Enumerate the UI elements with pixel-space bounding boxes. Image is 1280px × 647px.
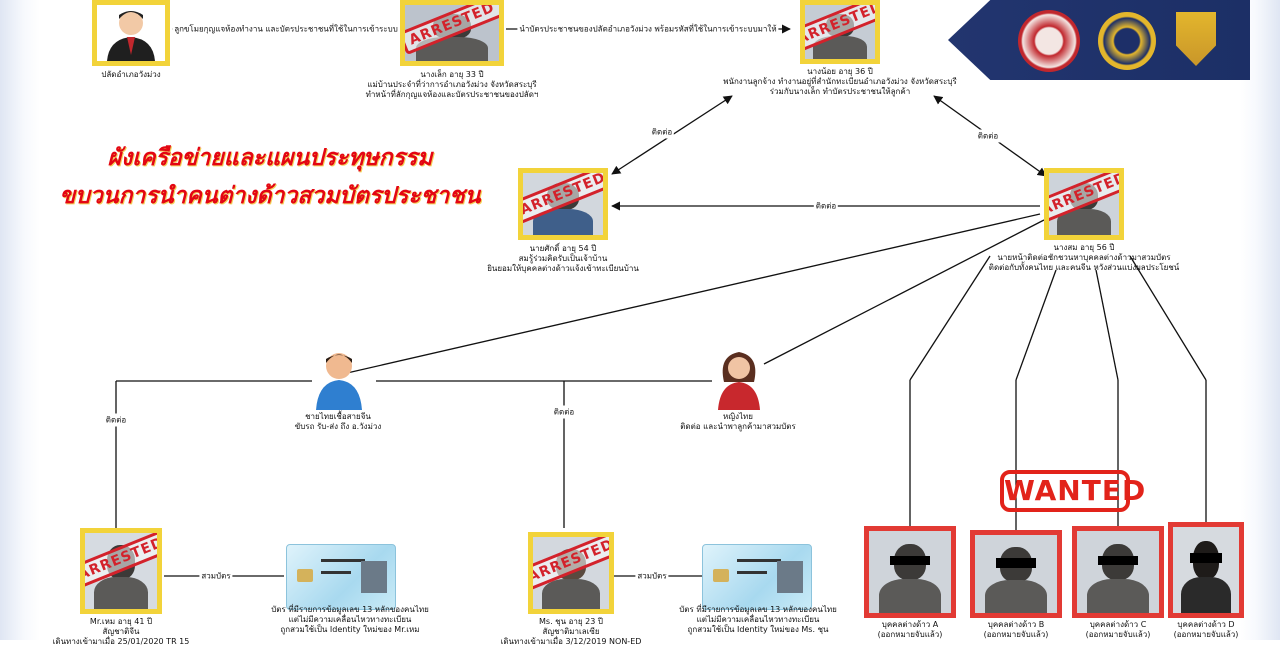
- edge-som-thaiwoman: [763, 219, 1045, 365]
- caption-line: บุคคลต่างด้าว D: [1177, 620, 1235, 629]
- caption-line: นายศักดิ์ อายุ 54 ปี: [529, 244, 597, 253]
- label-lek-noi: นำบัตรประชาชนของปลัดอำเภอวังม่วง พร้อมรห…: [517, 22, 779, 36]
- foreigner-d-photo: [1168, 522, 1244, 618]
- id-card-chun-caption: บัตร ที่มีรายการข้อมูลเลข 13 หลักของคนไท…: [679, 605, 837, 635]
- caption-line: แต่ไม่มีความเคลื่อนไหวทางทะเบียน: [288, 615, 412, 624]
- caption-line: นางน้อย อายุ 36 ปี: [807, 67, 873, 76]
- district-officer-photo: [92, 0, 170, 66]
- thai-chinese-man-caption: ชายไทยเชื้อสายจีนขับรถ รับ-ส่ง ถึง อ.วัง…: [295, 412, 382, 432]
- agency-banner: [948, 0, 1250, 80]
- caption-line: นางสม อายุ 56 ปี: [1053, 243, 1115, 252]
- caption-line: ติดต่อ และนำพาลูกค้ามาสวมบัตร: [680, 422, 796, 431]
- caption-line: สมรู้ร่วมคิดรับเป็นเจ้าบ้าน: [518, 254, 608, 263]
- mrs-noi-photo: ARRESTED: [800, 0, 880, 64]
- foreigner-d-caption: บุคคลต่างด้าว D(ออกหมายจับแล้ว): [1174, 620, 1239, 640]
- mrs-som-photo: ARRESTED: [1044, 168, 1124, 240]
- label-swap-chun: สวมบัตร: [635, 569, 669, 583]
- caption-line: บุคคลต่างด้าว C: [1089, 620, 1147, 629]
- caption-line: Mr.เหม อายุ 41 ปี: [89, 617, 153, 626]
- mrs-lek-caption: นางเล็ก อายุ 33 ปีแม่บ้านประจำที่ว่าการอ…: [366, 70, 539, 100]
- thai-woman-caption: หญิงไทยติดต่อ และนำพาลูกค้ามาสวมบัตร: [680, 412, 796, 432]
- businessman-avatar-icon: [107, 11, 155, 61]
- id-card-hem-caption: บัตร ที่มีรายการข้อมูลเลข 13 หลักของคนไท…: [271, 605, 429, 635]
- caption-line: พนักงานลูกจ้าง ทำงานอยู่ที่สำนักทะเบียนอ…: [723, 77, 957, 86]
- diagram-title-line1: ผังเครือข่ายและแผนประทุษกรรม: [107, 144, 433, 171]
- caption-line: บุคคลต่างด้าว A: [881, 620, 939, 629]
- edge-som-a: [909, 255, 991, 381]
- mr-sak-photo: ARRESTED: [518, 168, 608, 240]
- label-contact-noi-som: ติดต่อ: [975, 129, 1001, 143]
- mr-hem-caption: Mr.เหม อายุ 41 ปีสัญชาติจีนเดินทางเข้ามา…: [53, 617, 190, 647]
- label-swap-hem: สวมบัตร: [199, 569, 233, 583]
- caption-line: ติดต่อกับทั้งคนไทย และคนจีน หวังส่วนแบ่ง…: [988, 263, 1180, 272]
- caption-line: บัตร ที่มีรายการข้อมูลเลข 13 หลักของคนไท…: [679, 605, 837, 614]
- ms-chun-photo: ARRESTED: [528, 532, 614, 614]
- woman-avatar-icon: [718, 352, 760, 410]
- caption-line: ถูกสวมใช้เป็น Identity ใหม่ของ Mr.เหม: [280, 625, 420, 634]
- mr-sak-caption: นายศักดิ์ อายุ 54 ปีสมรู้ร่วมคิดรับเป็นเ…: [487, 244, 639, 274]
- caption-line: (ออกหมายจับแล้ว): [983, 630, 1049, 639]
- caption-line: หญิงไทย: [723, 412, 753, 421]
- id-card-chun: [702, 544, 812, 610]
- mrs-noi-caption: นางน้อย อายุ 36 ปีพนักงานลูกจ้าง ทำงานอย…: [723, 67, 957, 97]
- caption-line: เดินทางเข้ามาเมื่อ 3/12/2019 NON-ED: [500, 637, 642, 646]
- caption-line: นางเล็ก อายุ 33 ปี: [420, 70, 484, 79]
- caption-line: (ออกหมายจับแล้ว): [1085, 630, 1151, 639]
- caption-line: ปลัดอำเภอวังม่วง: [101, 70, 161, 79]
- foreigner-c-photo: [1072, 526, 1164, 618]
- label-officer-lek: ลูกขโมยกุญแจห้องทำงาน และบัตรประชาชนที่ใ…: [172, 22, 400, 36]
- foreigner-b-photo: [970, 530, 1062, 618]
- caption-line: (ออกหมายจับแล้ว): [877, 630, 943, 639]
- caption-line: แม่บ้านประจำที่ว่าการอำเภอวังม่วง จังหวั…: [367, 80, 537, 89]
- id-card-hem: [286, 544, 396, 610]
- mrs-som-caption: นางสม อายุ 56 ปีนายหน้าติดต่อชักชวนหาบุค…: [989, 243, 1180, 273]
- label-contact-hem: ติดต่อ: [103, 413, 129, 427]
- wanted-stamp: WANTED: [1000, 470, 1145, 512]
- caption-line: สัญชาติมาเลเซีย: [542, 627, 600, 636]
- caption-line: แต่ไม่มีความเคลื่อนไหวทางทะเบียน: [696, 615, 820, 624]
- immigration-emblem-icon: [1098, 12, 1156, 70]
- foreigner-b-caption: บุคคลต่างด้าว B(ออกหมายจับแล้ว): [984, 620, 1049, 640]
- foreigner-a-caption: บุคคลต่างด้าว A(ออกหมายจับแล้ว): [878, 620, 943, 640]
- ms-chun-caption: Ms. ชุน อายุ 23 ปีสัญชาติมาเลเซียเดินทาง…: [501, 617, 642, 647]
- edge-som-thaiman: [333, 213, 1041, 377]
- caption-line: เดินทางเข้ามาเมื่อ 25/01/2020 TR 15: [52, 637, 190, 646]
- label-contact-chun: ติดต่อ: [551, 405, 577, 419]
- label-contact-noi-sak: ติดต่อ: [649, 125, 675, 139]
- mr-hem-photo: ARRESTED: [80, 528, 162, 614]
- label-contact-som-sak: ติดต่อ: [813, 199, 839, 213]
- caption-line: (ออกหมายจับแล้ว): [1173, 630, 1239, 639]
- caption-line: ชายไทยเชื้อสายจีน: [305, 412, 371, 421]
- mrs-lek-photo: ARRESTED: [400, 0, 504, 66]
- ministry-emblem-icon: [1018, 10, 1080, 72]
- caption-line: ขับรถ รับ-ส่ง ถึง อ.วังม่วง: [294, 422, 382, 431]
- caption-line: Ms. ชุน อายุ 23 ปี: [539, 617, 603, 626]
- caption-line: ถูกสวมใช้เป็น Identity ใหม่ของ Ms. ชุน: [687, 625, 829, 634]
- caption-line: บัตร ที่มีรายการข้อมูลเลข 13 หลักของคนไท…: [271, 605, 429, 614]
- district-officer-caption: ปลัดอำเภอวังม่วง: [101, 70, 160, 80]
- edge-som-b: [1015, 269, 1057, 381]
- caption-line: ยินยอมให้บุคคลต่างด้าวแจ้งเข้าทะเบียนบ้า…: [487, 264, 639, 273]
- diagram-title-line2: ขบวนการนำคนต่างด้าวสวมบัตรประชาชน: [59, 182, 481, 209]
- caption-line: ทำหน้าที่ลักกุญแจห้องและบัตรประชาชนของปล…: [365, 90, 539, 99]
- caption-line: สัญชาติจีน: [102, 627, 140, 636]
- edge-som-c: [1095, 269, 1119, 381]
- edge-som-d: [1129, 255, 1207, 381]
- caption-line: นายหน้าติดต่อชักชวนหาบุคคลต่างด้าวมาสวมบ…: [997, 253, 1171, 262]
- foreigner-c-caption: บุคคลต่างด้าว C(ออกหมายจับแล้ว): [1086, 620, 1151, 640]
- caption-line: บุคคลต่างด้าว B: [987, 620, 1045, 629]
- police-badge-icon: [1176, 12, 1216, 66]
- caption-line: ร่วมกับนางเล็ก ทำบัตรประชาชนให้ลูกค้า: [769, 87, 911, 96]
- man-avatar-icon: [316, 353, 362, 410]
- foreigner-a-photo: [864, 526, 956, 618]
